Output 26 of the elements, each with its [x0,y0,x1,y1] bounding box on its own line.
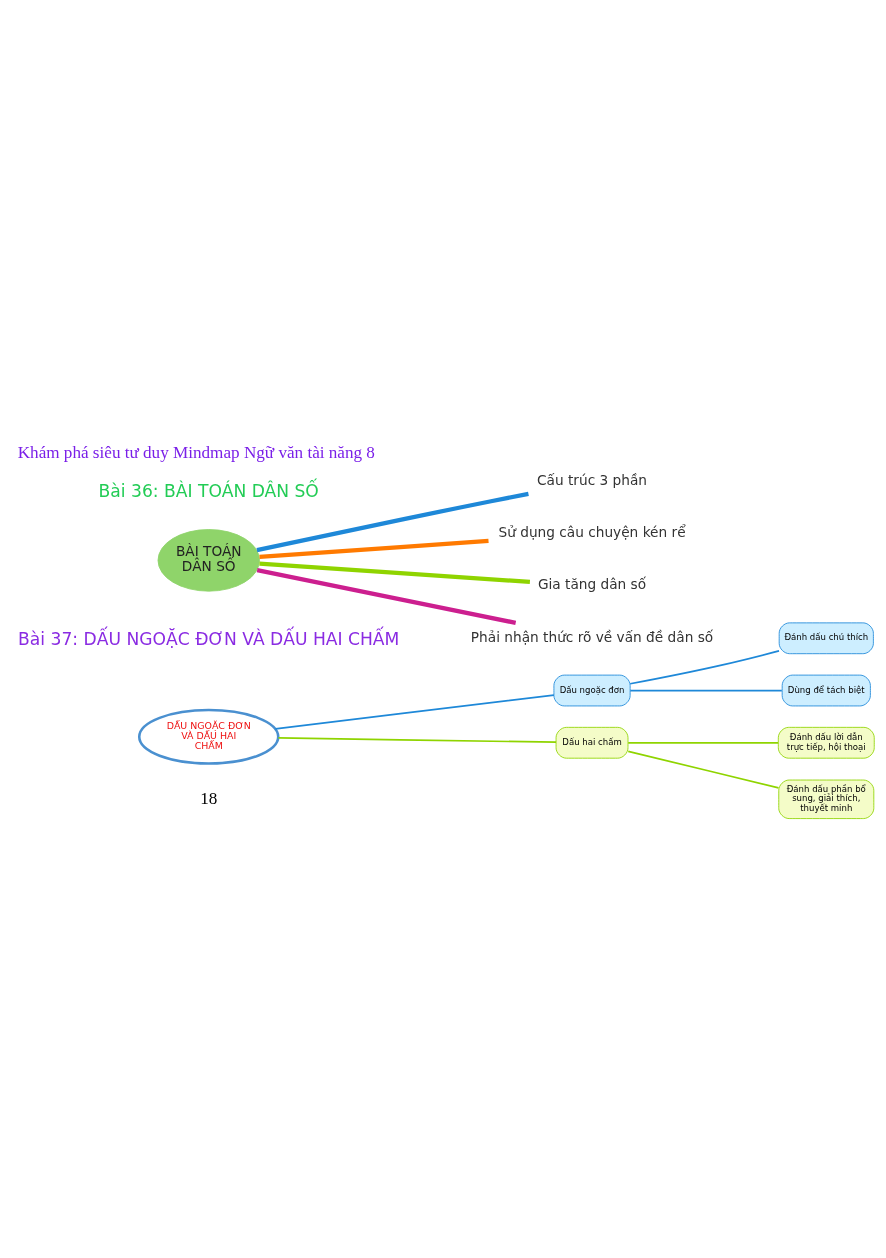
connector [277,736,557,743]
connector [627,750,780,789]
label: 18 [200,788,218,808]
node-text: Gia tăng dân số [537,575,647,592]
connector [629,689,783,691]
node-text: Sử dụng câu chuyện kén rể [498,523,686,540]
label: Bài 37: DẤU NGOẶC ĐƠN VÀ DẤU HAI CHẤM [18,628,400,649]
label: Bài 36: BÀI TOÁN DÂN SỐ [98,480,319,501]
node-box: Đánh dấu lời dẫn trực tiếp, hội thoại [777,726,875,759]
node-box: Đánh dấu phần bổ sung, giải thích, thuyết minh [778,779,875,819]
node-box: Dấu hai chấm [555,726,629,759]
connector [259,538,489,559]
connector [627,741,779,744]
node-text: Phải nhận thức rõ về vấn đề dân số [470,628,714,645]
connector [259,561,531,584]
node-box: Dấu ngoặc đơn [553,674,631,706]
node-ellipse: DẤU NGOẶC ĐƠN VÀ DẤU HAI CHẤM [137,708,280,765]
diagram-title: Khám phá siêu tư duy Mindmap Ngữ văn tài năng 8 [17,442,375,462]
connector [274,693,555,730]
connector [256,567,517,625]
node-ellipse: BÀI TOÁN DÂN SỐ [157,528,260,592]
connector [256,491,529,552]
connector [629,649,780,685]
node-box: Đánh dấu chú thích [778,621,874,654]
node-text: Cấu trúc 3 phần [537,471,648,488]
node-box: Dùng để tách biệt [781,674,871,706]
